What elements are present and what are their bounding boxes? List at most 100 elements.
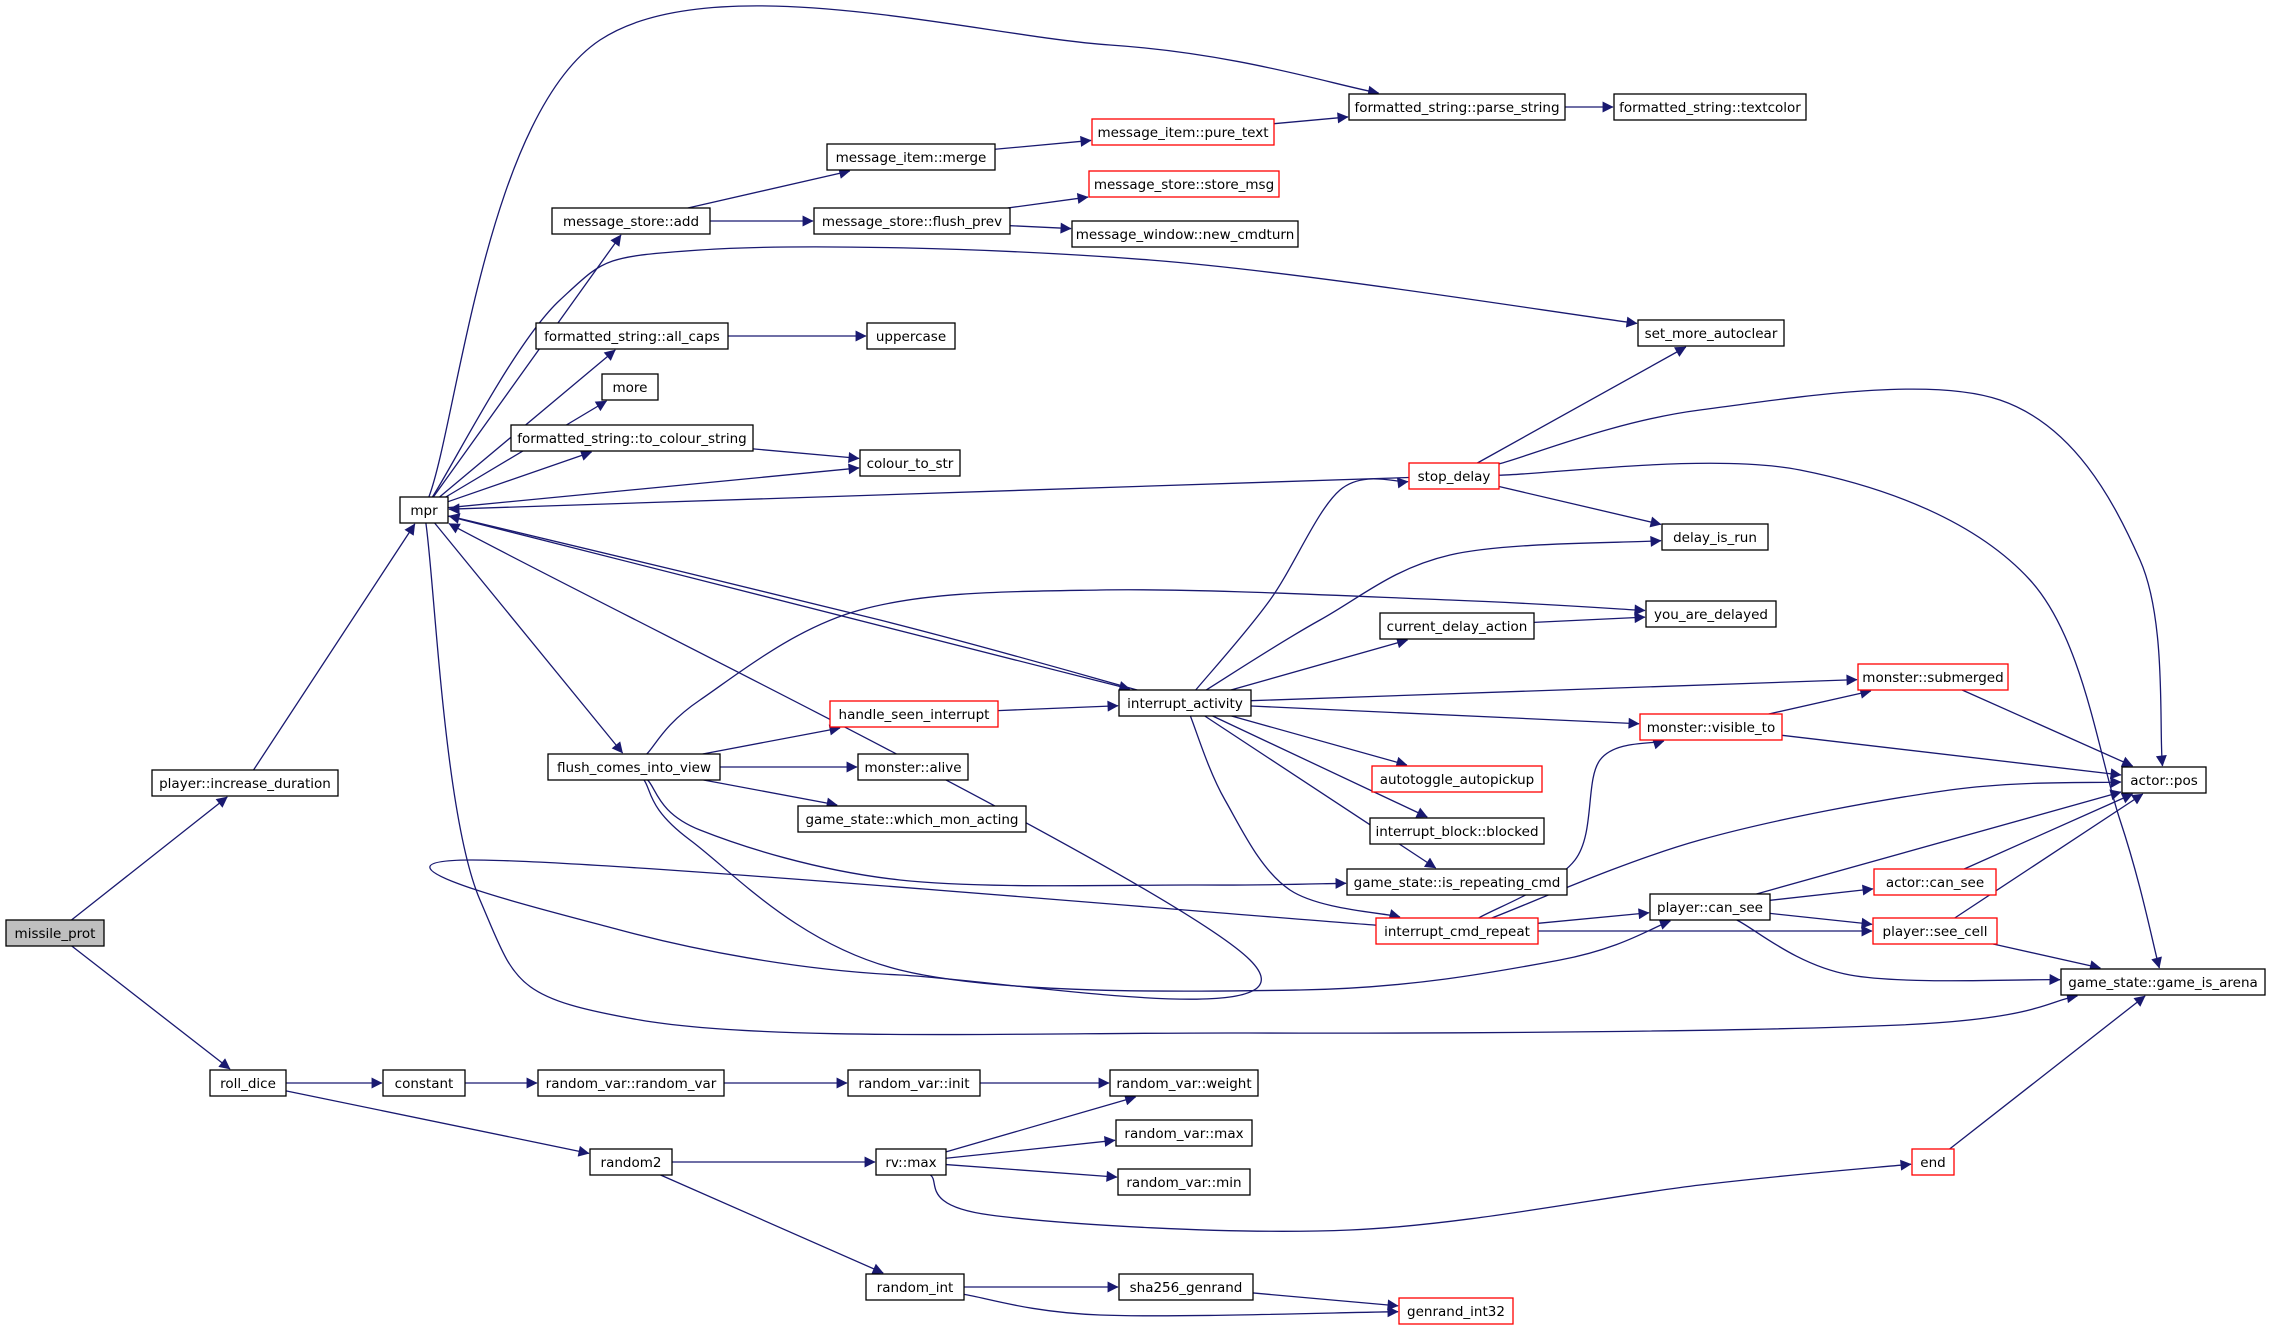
node-roll-dice[interactable]: roll_dice: [209, 1069, 287, 1097]
node-rvar-min[interactable]: random_var::min: [1117, 1168, 1251, 1196]
node-rvar-max[interactable]: random_var::max: [1115, 1119, 1253, 1147]
node-monster-alive[interactable]: monster::alive: [857, 753, 969, 781]
edge-mpr-to-set_more: [431, 246, 1638, 498]
edge-missile_prot-to-roll_dice: [71, 945, 231, 1070]
node-mon-visible-to[interactable]: monster::visible_to: [1639, 713, 1783, 741]
edge-rv_max-to-rvar_min: [945, 1163, 1118, 1182]
edge-missile_prot-to-increase_duration: [71, 796, 228, 921]
edge-player_see_cell-to-gs_game_is_arena: [1992, 943, 2101, 972]
node-you-are-delayed[interactable]: you_are_delayed: [1645, 600, 1777, 628]
node-player-see-cell[interactable]: player::see_cell: [1872, 917, 1998, 945]
edge-increase_duration-to-mpr: [252, 523, 416, 771]
node-label: actor::pos: [2130, 773, 2198, 789]
node-label: game_state::which_mon_acting: [805, 812, 1018, 828]
node-delay-is-run[interactable]: delay_is_run: [1661, 523, 1769, 551]
edge-mon_visible_to-to-actor_pos: [1781, 734, 2122, 780]
edge-player_can_see-to-actor_can_see: [1769, 884, 1874, 901]
node-random2[interactable]: random2: [589, 1148, 673, 1176]
node-mw-new-cmdturn[interactable]: message_window::new_cmdturn: [1071, 220, 1299, 248]
node-stop-delay[interactable]: stop_delay: [1408, 462, 1500, 490]
node-rv-init[interactable]: random_var::init: [847, 1069, 981, 1097]
node-mi-merge[interactable]: message_item::merge: [826, 143, 996, 171]
node-random-int[interactable]: random_int: [865, 1273, 965, 1301]
node-box: [813, 207, 1011, 235]
node-label: sha256_genrand: [1130, 1280, 1243, 1296]
edge-interrupt_activity-to-autotoggle: [1231, 715, 1408, 768]
node-box: [1398, 1297, 1514, 1325]
node-interrupt-activity[interactable]: interrupt_activity: [1118, 689, 1252, 717]
node-box: [1639, 713, 1783, 741]
node-box: [510, 424, 754, 452]
node-interrupt-cmd-repeat[interactable]: interrupt_cmd_repeat: [1375, 917, 1539, 945]
node-box: [1408, 462, 1500, 490]
node-handle-seen[interactable]: handle_seen_interrupt: [829, 700, 999, 728]
node-ms-store-msg[interactable]: message_store::store_msg: [1088, 170, 1280, 198]
edge-mpr-to-colour_to_str: [447, 463, 860, 509]
node-fs-parse-string[interactable]: formatted_string::parse_string: [1348, 93, 1566, 121]
edge-mpr-to-ms_add: [432, 234, 622, 498]
edge-player_can_see-to-gs_game_is_arena: [1736, 919, 2061, 985]
node-set-more[interactable]: set_more_autoclear: [1637, 319, 1785, 347]
node-rv-max[interactable]: rv::max: [875, 1148, 947, 1176]
node-fs-all-caps[interactable]: formatted_string::all_caps: [535, 322, 729, 350]
node-rv-random-var[interactable]: random_var::random_var: [537, 1069, 725, 1097]
node-label: roll_dice: [220, 1076, 276, 1092]
node-ib-blocked[interactable]: interrupt_block::blocked: [1369, 817, 1545, 845]
node-gs-game-is-arena[interactable]: game_state::game_is_arena: [2060, 968, 2266, 996]
node-increase-duration[interactable]: player::increase_duration: [151, 769, 339, 797]
edge-sha256-to-genrand: [1252, 1292, 1399, 1311]
nodes-layer: missile_prot player::increase_durationrol…: [5, 93, 2266, 1325]
node-mon-submerged[interactable]: monster::submerged: [1857, 663, 2009, 691]
node-uppercase[interactable]: uppercase: [866, 322, 956, 350]
node-box: [1346, 868, 1568, 896]
node-label: random_int: [877, 1280, 954, 1296]
node-box: [2121, 766, 2207, 794]
node-box: [1375, 917, 1539, 945]
node-box: [1088, 170, 1280, 198]
node-ms-add[interactable]: message_store::add: [551, 207, 711, 235]
node-constant[interactable]: constant: [382, 1069, 466, 1097]
node-player-can-see[interactable]: player::can_see: [1649, 893, 1771, 921]
edge-interrupt_activity-to-mon_submerged: [1250, 674, 1858, 702]
edge-mpr-to-fs_all_caps: [439, 349, 616, 498]
edge-handle_seen-to-interrupt_activity: [997, 700, 1119, 712]
node-box: [1872, 917, 1998, 945]
node-label: current_delay_action: [1387, 619, 1528, 635]
node-autotoggle[interactable]: autotoggle_autopickup: [1371, 765, 1543, 793]
node-current-delay[interactable]: current_delay_action: [1379, 612, 1535, 640]
node-fs-to-colour[interactable]: formatted_string::to_colour_string: [510, 424, 754, 452]
edge-interrupt_activity-to-mon_visible_to: [1250, 705, 1640, 729]
node-box: [1649, 893, 1771, 921]
edge-mon_visible_to-to-mon_submerged: [1768, 687, 1872, 715]
node-flush-comes[interactable]: flush_comes_into_view: [547, 753, 721, 781]
edge-mi_pure_text-to-fs_parse_string: [1273, 112, 1349, 125]
node-end[interactable]: end: [1911, 1148, 1955, 1176]
node-box: [1661, 523, 1769, 551]
edge-end-to-gs_game_is_arena: [1949, 995, 2146, 1150]
edge-flush_comes-to-gs_is_repeating: [647, 779, 1347, 889]
node-gs-which-mon[interactable]: game_state::which_mon_acting: [797, 805, 1027, 833]
node-box: [1117, 1168, 1251, 1196]
node-label: interrupt_activity: [1127, 696, 1243, 712]
node-actor-pos[interactable]: actor::pos: [2121, 766, 2207, 794]
node-label: interrupt_block::blocked: [1375, 824, 1538, 840]
node-fs-textcolor[interactable]: formatted_string::textcolor: [1613, 93, 1807, 121]
node-label: formatted_string::textcolor: [1619, 100, 1801, 116]
node-more[interactable]: more: [601, 373, 659, 401]
node-actor-can-see[interactable]: actor::can_see: [1873, 868, 1997, 896]
node-label: uppercase: [876, 329, 946, 345]
edge-ms_flush_prev-to-mw_new_cmdturn: [1009, 222, 1072, 234]
node-genrand[interactable]: genrand_int32: [1398, 1297, 1514, 1325]
node-box: [866, 322, 956, 350]
node-mpr[interactable]: mpr: [399, 496, 449, 524]
node-sha256[interactable]: sha256_genrand: [1118, 1273, 1254, 1301]
node-label: interrupt_cmd_repeat: [1384, 924, 1530, 940]
node-colour-to-str[interactable]: colour_to_str: [859, 449, 961, 477]
node-missile-prot[interactable]: missile_prot: [5, 919, 105, 947]
node-rvar-weight[interactable]: random_var::weight: [1109, 1069, 1259, 1097]
node-gs-is-repeating[interactable]: game_state::is_repeating_cmd: [1346, 868, 1568, 896]
node-mi-pure-text[interactable]: message_item::pure_text: [1091, 118, 1275, 146]
edge-flush_comes-to-handle_seen: [702, 724, 841, 755]
node-ms-flush-prev[interactable]: message_store::flush_prev: [813, 207, 1011, 235]
node-label: missile_prot: [15, 926, 96, 942]
